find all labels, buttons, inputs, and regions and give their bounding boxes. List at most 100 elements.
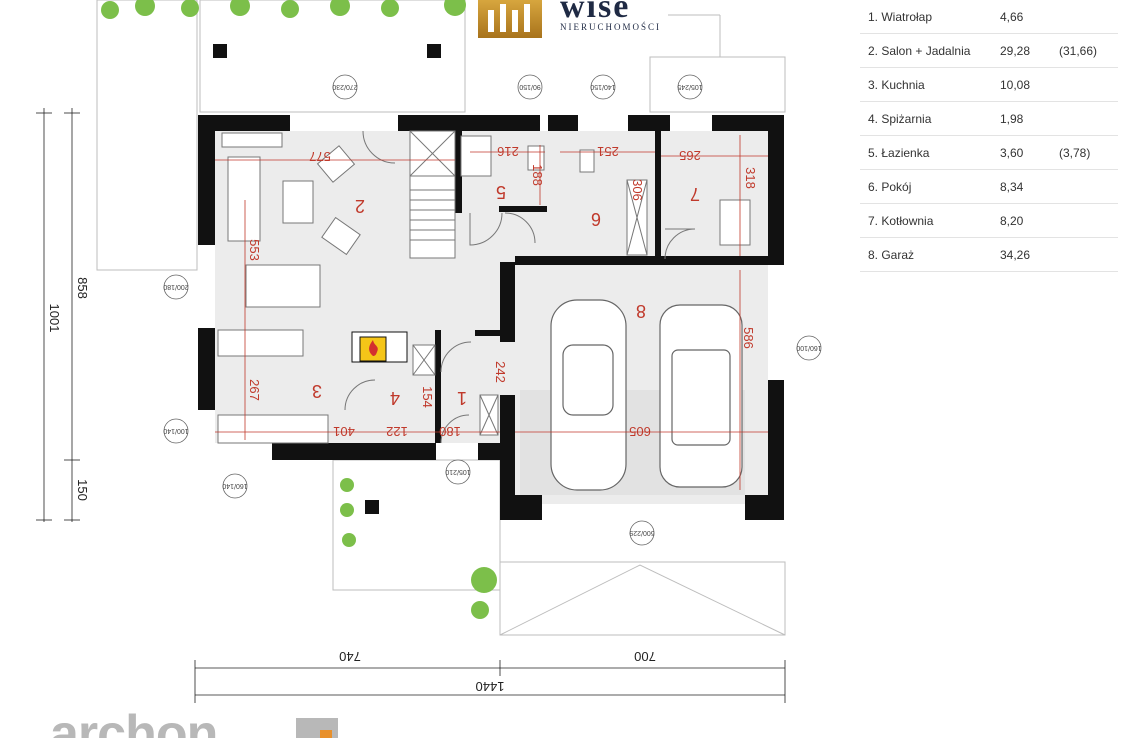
dimension-label: 553 — [247, 239, 262, 261]
dimension-label: 188 — [530, 164, 545, 186]
dimension-label: 318 — [743, 167, 758, 189]
window-tag-label: 105/210 — [445, 468, 470, 475]
room-number: 8 — [636, 301, 646, 321]
room-extra — [1051, 203, 1118, 238]
room-area: 29,28 — [992, 33, 1051, 68]
walls — [198, 115, 784, 520]
pillars — [213, 44, 441, 514]
watermark-text: archon — [50, 708, 218, 738]
room-extra — [1051, 0, 1118, 34]
logo-mark — [478, 0, 542, 38]
stairs — [409, 130, 648, 436]
room-extra — [1051, 101, 1118, 136]
exterior-dimension-label: 740 — [339, 649, 361, 664]
window-tag: 270/230 — [332, 74, 358, 100]
dimension-label: 577 — [309, 149, 331, 164]
dimension-label: 154 — [420, 386, 435, 408]
window-tag-label: 105/245 — [677, 83, 702, 90]
room-label: 2. Salon + Jadalnia — [860, 33, 992, 68]
floor-plan-drawing: 5772162512651883183065532671542424011221… — [36, 0, 822, 703]
brand-tagline: NIERUCHOMOŚCI — [560, 22, 662, 32]
window-tag-label: 90/150 — [519, 83, 541, 90]
dimension-label: 265 — [679, 148, 701, 163]
window-tag-label: 500/229 — [629, 529, 654, 536]
window-tag-label: 200/180 — [163, 283, 188, 290]
room-area: 10,08 — [992, 67, 1051, 102]
room-area: 3,60 — [992, 135, 1051, 170]
window-tag: 105/210 — [445, 459, 471, 485]
exterior-dimension-lines — [36, 108, 786, 703]
dimension-label: 242 — [493, 361, 508, 383]
fireplace — [351, 331, 408, 363]
room-area: 1,98 — [992, 101, 1051, 136]
room-number: 3 — [312, 381, 322, 401]
room-label: 5. Łazienka — [860, 135, 992, 170]
window-tag: 105/245 — [677, 74, 703, 100]
dimension-label: 251 — [597, 144, 619, 159]
exterior-dimension-label: 1001 — [47, 304, 62, 333]
window-tag-label: 140/150 — [590, 83, 615, 90]
room-extra — [1051, 67, 1118, 102]
exterior-dimension-labels: 740 700 1440 1001 858 150 — [47, 277, 656, 694]
room-extra: (3,78) — [1051, 135, 1118, 170]
room-number: 5 — [496, 182, 506, 202]
window-tag-label: 270/230 — [332, 83, 357, 90]
dimension-label: 605 — [629, 424, 651, 439]
window-tag-label: 100/140 — [163, 427, 188, 434]
room-number: 2 — [355, 196, 365, 216]
window-tag: 200/180 — [163, 274, 189, 300]
room-extra — [1051, 169, 1118, 204]
dimension-label: 216 — [497, 144, 519, 159]
dimension-label: 122 — [386, 424, 408, 439]
fire-icon — [369, 340, 378, 356]
window-tag: 90/150 — [517, 74, 543, 100]
brand-name: wise — [560, 0, 631, 25]
room-number: 4 — [390, 388, 400, 408]
archon-watermark: archon — [50, 708, 350, 738]
room-number: 7 — [690, 184, 700, 204]
window-tag: 140/150 — [590, 74, 616, 100]
room-label: 3. Kuchnia — [860, 67, 992, 102]
dimension-label: 180 — [439, 424, 461, 439]
dimension-label: 306 — [630, 179, 645, 201]
window-tag: 500/229 — [629, 520, 655, 546]
room-label: 4. Spiżarnia — [860, 101, 992, 136]
shrubs — [101, 0, 497, 619]
watermark-mark — [296, 718, 338, 738]
dimension-lines — [215, 135, 768, 490]
exterior-dimension-label: 700 — [634, 649, 656, 664]
window-tag: 100/140 — [163, 418, 189, 444]
window-tag: 160/140 — [222, 473, 248, 499]
room-extra: (31,66) — [1051, 33, 1118, 68]
exterior-dimension-label: 858 — [75, 277, 90, 299]
exterior-dimension-label: 150 — [75, 479, 90, 501]
room-label: 8. Garaż — [860, 237, 992, 272]
room-area: 4,66 — [992, 0, 1051, 34]
room-area: 34,26 — [992, 237, 1051, 272]
room-label: 6. Pokój — [860, 169, 992, 204]
window-tags: 270/230 90/150 140/150 105/245 200/180 100/14… — [163, 74, 822, 546]
window-tag-label: 160/100 — [796, 344, 821, 351]
window-tag-label: 160/140 — [222, 482, 247, 489]
window-tag: 160/100 — [796, 335, 822, 361]
room-label: 7. Kotłownia — [860, 203, 992, 238]
dimension-label: 401 — [333, 424, 355, 439]
room-label: 1. Wiatrołap — [860, 0, 992, 34]
cars — [550, 299, 743, 491]
exterior-dimension-label: 1440 — [476, 679, 505, 694]
room-area: 8,34 — [992, 169, 1051, 204]
dimension-label: 586 — [741, 327, 756, 349]
room-extra — [1051, 237, 1118, 272]
door-swings — [344, 130, 696, 444]
